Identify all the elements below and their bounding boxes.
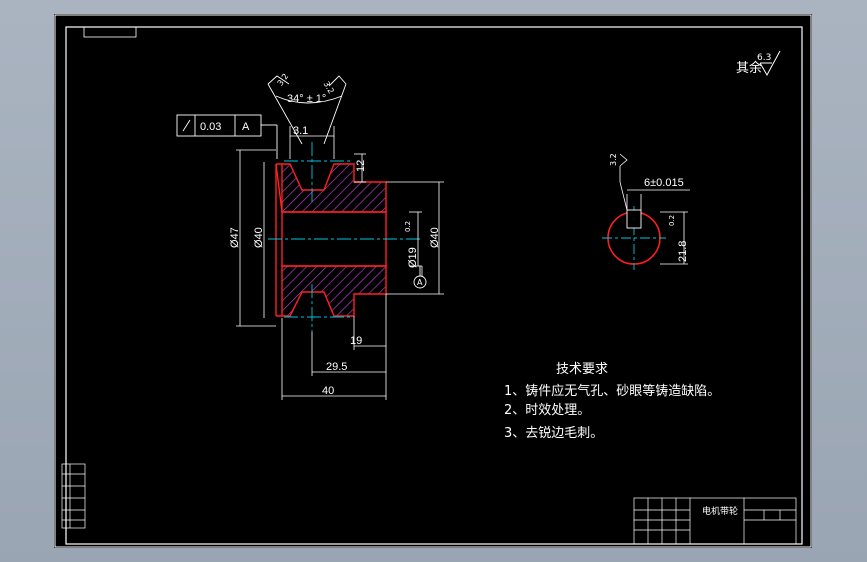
revision-table xyxy=(61,463,86,529)
shaft-section[interactable] xyxy=(602,206,666,270)
drawing-sheet[interactable]: 其余 6.3 34° ± 1° 3.2 3.2 xyxy=(54,14,812,548)
outer-border xyxy=(54,14,812,548)
dim-top-width: 3.1 xyxy=(293,125,308,137)
note-item-3: 3、去锐边毛刺。 xyxy=(504,426,603,441)
dim-left-dia-inner: Ø40 xyxy=(253,227,265,248)
center-lines xyxy=(268,142,422,332)
inner-border xyxy=(65,26,803,545)
dim-bore-dia: Ø19 xyxy=(407,247,419,268)
note-item-2: 2、时效处理。 xyxy=(504,403,590,418)
dim-hub-dia: Ø40 xyxy=(429,227,441,248)
title-block xyxy=(633,497,797,545)
key-ra: 3.2 xyxy=(609,153,618,166)
notes-title: 技术要求 xyxy=(556,362,608,377)
roughness-other-label: 其余 xyxy=(736,60,762,76)
pulley-section-lower[interactable] xyxy=(276,265,387,317)
key-depth-ra: 0.2 xyxy=(668,215,676,226)
corner-box-top-left xyxy=(83,26,137,38)
tolerance-frame[interactable] xyxy=(176,114,278,159)
tolerance-datum: A xyxy=(242,121,250,133)
groove-angle-text: 34° ± 1° xyxy=(287,93,326,105)
dim-mid-len: 29.5 xyxy=(326,361,347,373)
dim-groove-depth: 12 xyxy=(355,160,367,172)
key-width: 6±0.015 xyxy=(644,177,684,189)
dim-hub-len: 19 xyxy=(350,335,362,347)
dim-bore-ra: 0.2 xyxy=(404,221,412,232)
dim-total-len: 40 xyxy=(322,385,334,397)
roughness-other-value: 6.3 xyxy=(757,53,771,63)
key-depth: 21.8 xyxy=(677,241,689,262)
note-item-1: 1、铸件应无气孔、砂眼等铸造缺陷。 xyxy=(504,383,720,399)
datum-marker xyxy=(413,266,427,289)
pulley-section-upper[interactable] xyxy=(276,163,387,213)
roughness-symbol xyxy=(759,50,781,77)
drawing-canvas[interactable]: 其余 6.3 34° ± 1° 3.2 3.2 xyxy=(54,14,812,548)
groove-angle-lines xyxy=(267,75,347,145)
section-dims xyxy=(619,153,690,265)
tolerance-value: 0.03 xyxy=(200,121,221,133)
dim-left-dia-outer: Ø47 xyxy=(229,227,241,248)
datum-label: A xyxy=(417,278,423,287)
title-part-name: 电机带轮 xyxy=(702,505,738,517)
groove-ra-left: 3.2 xyxy=(276,72,291,88)
